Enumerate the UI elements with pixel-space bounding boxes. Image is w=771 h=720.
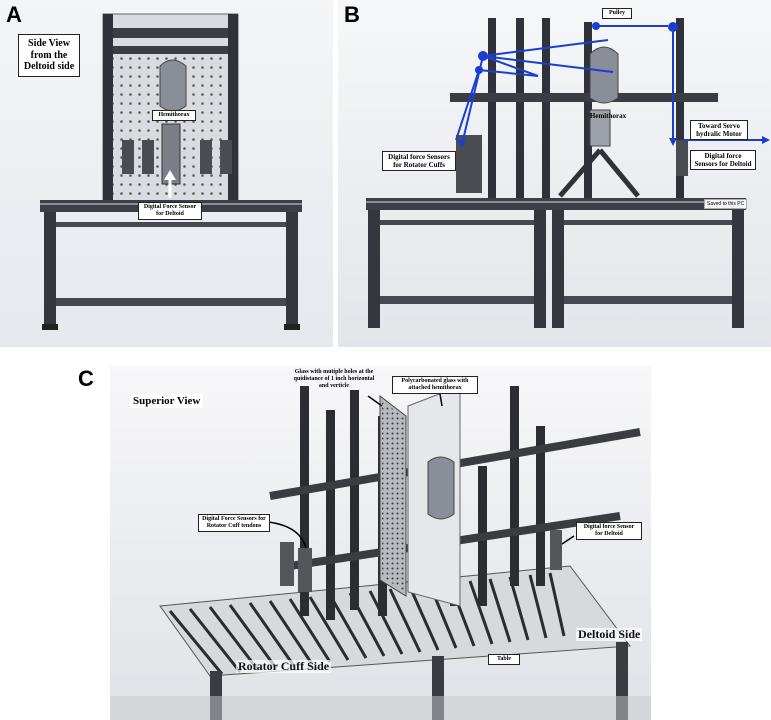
- table-label: Table: [488, 654, 520, 665]
- glass-holes-label: Glass with mutiple holes at the quidista…: [293, 369, 375, 389]
- side-view-label: Side View from the Deltoid side: [18, 34, 80, 77]
- servo-motor-label: Toward Servo hydralic Motor: [690, 120, 748, 141]
- panel-b: B Pulley Hemithorax Toward Servo hydrali…: [338, 0, 771, 347]
- panel-c: Superior View Glass with mutiple holes a…: [110, 366, 651, 720]
- hemithorax-label-b: Hemithorax: [589, 112, 627, 120]
- panel-a: A Side View from the Deltoid side Hemith…: [0, 0, 333, 347]
- panel-b-frame-drawing: [366, 18, 770, 328]
- panel-c-frame-drawing: [110, 385, 651, 720]
- deltoid-sensor-label-a: Digital Force Sensor for Deltoid: [138, 202, 202, 220]
- deltoid-sensor-label-b: Digital force Sensors for Deltoid: [690, 150, 756, 171]
- hemithorax-label-a: Hemithorax: [152, 110, 196, 121]
- superior-view-label: Superior View: [130, 394, 204, 409]
- deltoid-sensor-label-c: Digital force Sensor for Deltoid: [576, 522, 642, 540]
- deltoid-side-label: Deltoid Side: [576, 627, 643, 642]
- panel-c-letter: C: [78, 366, 94, 391]
- panel-b-letter: B: [344, 2, 360, 27]
- panel-a-letter: A: [6, 2, 22, 27]
- rotator-sensor-label-b: Digital force Sensors for Rotator Cuffs: [382, 151, 456, 172]
- saved-tooltip: Saved to this PC: [704, 199, 748, 209]
- pulley-label: Pulley: [602, 8, 632, 19]
- rotator-sensors-label-c: Digital Force Sensors for Rotator Cuff t…: [198, 514, 270, 532]
- rotator-cuff-side-label: Rotator Cuff Side: [236, 659, 332, 674]
- polycarbonate-label: Polycarbonated glass with attached hemit…: [392, 376, 478, 394]
